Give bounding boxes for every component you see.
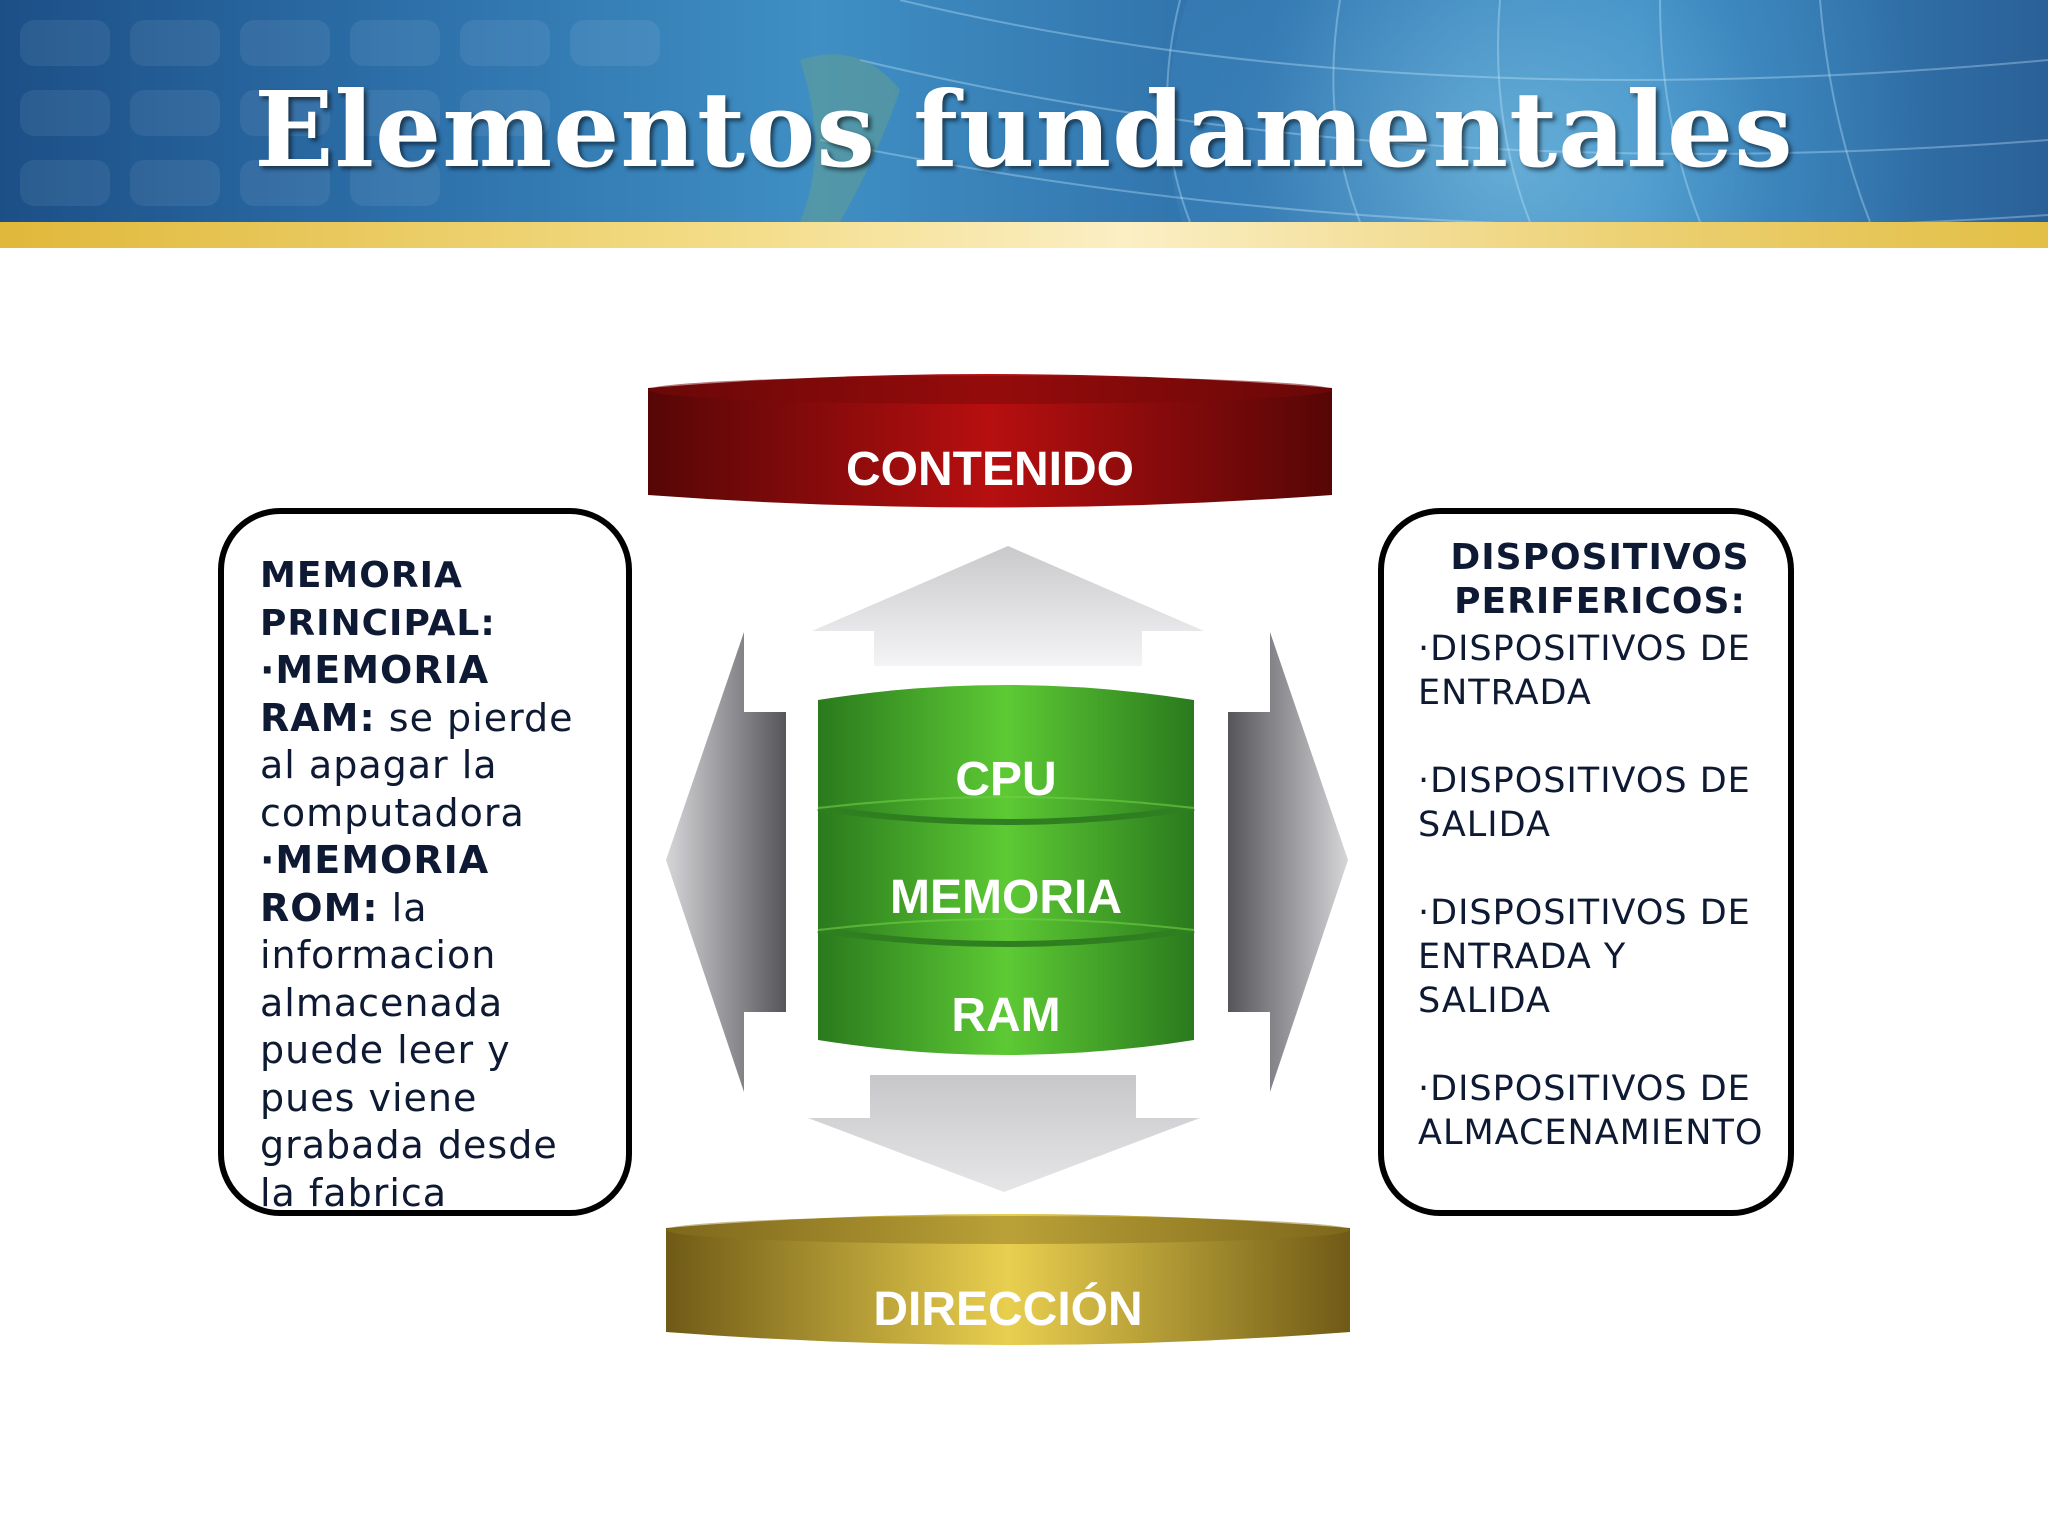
list-item: ·DISPOSITIVOS DE ENTRADA [1418,629,1751,713]
slide-title: Elementos fundamentales [254,68,1794,191]
dispositivos-list: ·DISPOSITIVOS DE ENTRADA ·DISPOSITIVOS D… [1418,627,1798,1155]
contenido-cylinder [648,374,1332,508]
direccion-cylinder [666,1214,1350,1345]
cpu-memory-stack [817,685,1195,1055]
header-banner [0,0,2048,222]
memoria-principal-text: MEMORIA PRINCIPAL: ·MEMORIA RAM: se pier… [260,552,600,1217]
direccion-label: DIRECCIÓN [873,1283,1143,1336]
memoria-principal-box [218,508,632,1216]
down-arrow-icon [808,1075,1200,1192]
cpu-label: CPU [955,753,1057,806]
list-item: ·DISPOSITIVOS DE SALIDA [1418,761,1751,845]
globe-grid-decoration [20,0,2048,222]
contenido-label: CONTENIDO [846,443,1134,496]
dispositivos-perifericos-heading: DISPOSITIVOS PERIFERICOS: [1450,537,1750,622]
memoria-principal-heading: MEMORIA PRINCIPAL: [260,555,496,644]
dispositivos-perifericos-box [1378,508,1794,1216]
gold-divider-stripe [0,222,2048,248]
list-item: ·DISPOSITIVOS DE ENTRADA Y SALIDA [1418,893,1751,1021]
right-arrow-icon [1228,632,1348,1092]
left-arrow-icon [666,632,786,1092]
globe-glow [1168,0,1928,222]
ram-label: RAM [951,989,1061,1042]
list-item: ·DISPOSITIVOS DE ALMACENAMIENTO [1418,1069,1764,1153]
memoria-label: MEMORIA [890,871,1122,924]
up-arrow-icon [812,546,1204,666]
memoria-rom-entry: ·MEMORIA ROM: la informacion almacenada … [260,838,558,1215]
memoria-ram-entry: ·MEMORIA RAM: se pierde al apagar la com… [260,648,574,835]
